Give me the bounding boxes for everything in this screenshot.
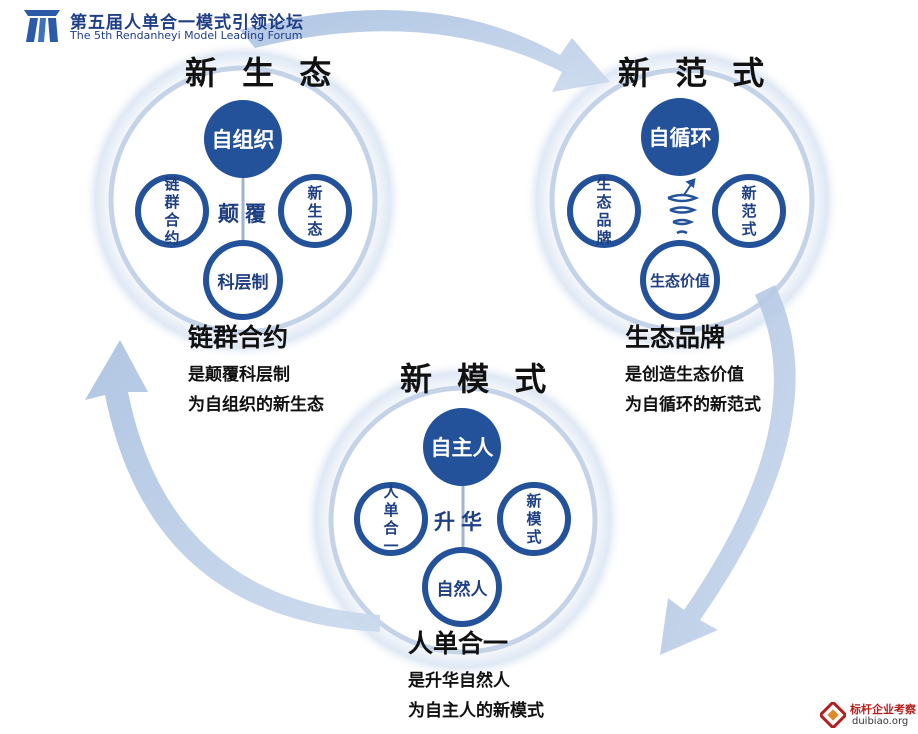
center-label-sublimate: 升华 [434, 510, 488, 534]
heading-ecosystem-brand: 生态品牌 [625, 323, 726, 352]
desc-model-line2: 为自主人的新模式 [408, 701, 544, 721]
node-natural-person: 自然人 [422, 547, 502, 627]
arrow-top [240, 10, 610, 92]
node-rendanheyi-label: 人单合一 [383, 483, 399, 555]
node-ecosystem-value: 生态价值 [640, 240, 720, 320]
cluster-title-ecosystem: 新 生 态 [185, 54, 339, 92]
cluster-title-paradigm: 新 范 式 [618, 54, 772, 92]
node-chain-group-contract-label: 链群合约 [164, 175, 180, 247]
watermark-text-en: duibiao.org [852, 716, 909, 727]
desc-model-line1: 是升华自然人 [408, 671, 510, 691]
cluster-ring-paradigm [549, 67, 815, 333]
cluster-title-model: 新 模 式 [400, 360, 554, 398]
node-self-organization: 自组织 [204, 100, 282, 178]
node-new-ecosystem-label: 新生态 [307, 184, 323, 238]
forum-title-cn: 第五届人单合一模式引领论坛 [70, 13, 304, 33]
cluster-ring-model [328, 385, 598, 655]
spiral-icon [667, 178, 700, 235]
arrow-right [660, 285, 796, 655]
node-autonomous-person: 自主人 [423, 408, 501, 486]
watermark-logo-icon [820, 702, 846, 728]
cluster-ring-ecosystem [108, 65, 378, 335]
forum-logo: 第五届人单合一模式引领论坛 The 5th Rendanheyi Model L… [20, 6, 350, 46]
desc-paradigm-line2: 为自循环的新范式 [625, 395, 761, 415]
desc-paradigm-line1: 是创造生态价值 [625, 365, 744, 385]
forum-logo-icon [24, 10, 60, 42]
node-rendanheyi: 人单合一 [354, 482, 428, 556]
desc-ecosystem-line1: 是颠覆科层制 [188, 365, 290, 385]
node-bureaucracy: 科层制 [203, 240, 283, 320]
desc-ecosystem-line2: 为自组织的新生态 [188, 395, 324, 415]
node-new-model-label: 新模式 [526, 492, 542, 546]
cycle-arrows [85, 10, 796, 655]
node-new-paradigm-label: 新范式 [741, 184, 757, 238]
heading-rendanheyi: 人单合一 [408, 629, 509, 658]
forum-title-en: The 5th Rendanheyi Model Leading Forum [70, 29, 303, 42]
watermark: 标杆企业考察 duibiao.org [820, 700, 916, 732]
node-self-circulation: 自循环 [641, 98, 719, 176]
heading-chain-group-contract: 链群合约 [188, 323, 289, 352]
node-ecosystem-brand-label: 生态品牌 [596, 175, 612, 247]
watermark-text-cn: 标杆企业考察 [850, 703, 916, 716]
node-new-ecosystem: 新生态 [278, 174, 352, 248]
node-new-paradigm: 新范式 [712, 174, 786, 248]
arrow-left [85, 340, 380, 632]
center-label-subvert: 颠覆 [218, 202, 272, 226]
node-chain-group-contract: 链群合约 [135, 174, 209, 248]
node-ecosystem-brand: 生态品牌 [567, 174, 641, 248]
node-new-model: 新模式 [497, 482, 571, 556]
